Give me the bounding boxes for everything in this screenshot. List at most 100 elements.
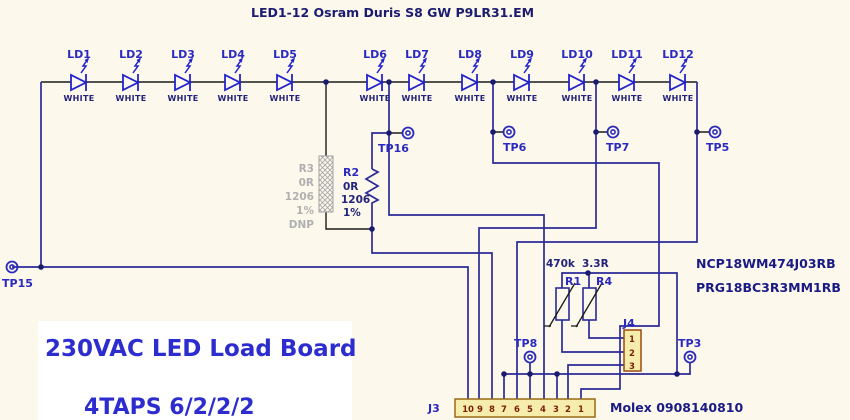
lightning-bolt-icon xyxy=(234,58,243,74)
led-label: LD8 xyxy=(458,48,482,61)
j3-pin: 1 xyxy=(578,405,584,415)
led-ld6: LD6 WHITE xyxy=(360,48,391,103)
r2-value: 0R xyxy=(343,181,358,193)
r3-package: 1206 xyxy=(285,191,314,203)
j3-pin: 9 xyxy=(477,405,483,415)
led-ld9: LD9 WHITE xyxy=(507,48,538,103)
lightning-bolt-icon xyxy=(523,58,532,74)
thermistor-r4: 3.3R R4 xyxy=(571,258,612,328)
thermistor-r1: 470k R1 xyxy=(544,258,581,328)
j3-pin: 2 xyxy=(565,405,571,415)
testpoint-tp15: TP15 xyxy=(2,260,33,290)
lightning-bolt-icon xyxy=(286,58,295,74)
j3-pin: 4 xyxy=(540,405,546,415)
board-subtitle: 4TAPS 6/2/2/2 xyxy=(84,395,255,420)
j4-pin: 1 xyxy=(629,335,635,345)
junction-dots xyxy=(38,79,700,377)
r3-tolerance: 1% xyxy=(296,205,314,217)
lightning-bolt-icon xyxy=(132,58,141,74)
diode-icon xyxy=(408,73,427,92)
r4-value: 3.3R xyxy=(582,258,609,270)
led-ld3: LD3 WHITE xyxy=(168,48,199,103)
wire-rail xyxy=(41,81,709,230)
led-label: LD5 xyxy=(273,48,297,61)
diode-icon xyxy=(276,73,295,92)
led-color-label: WHITE xyxy=(402,94,433,103)
board-title-block: 230VAC LED Load Board 4TAPS 6/2/2/2 xyxy=(38,321,357,420)
led-label: LD4 xyxy=(221,48,245,61)
led-ld11: LD11 WHITE xyxy=(611,48,642,103)
lightning-bolt-icon xyxy=(471,58,480,74)
j3-ref: J3 xyxy=(427,402,440,415)
resistor-r2: R2 0R 1206 1% xyxy=(341,166,370,219)
j3-part-number: Molex 0908140810 xyxy=(610,400,743,415)
led-label: LD3 xyxy=(171,48,195,61)
diode-icon xyxy=(618,73,637,92)
diode-icon xyxy=(224,73,243,92)
led-ld5: LD5 WHITE xyxy=(270,48,301,103)
connector-body xyxy=(454,398,596,418)
diode-icon xyxy=(122,73,141,92)
r2-package: 1206 xyxy=(341,194,370,206)
tp15-label: TP15 xyxy=(2,277,33,290)
wire-net xyxy=(12,82,698,399)
lightning-bolt-icon xyxy=(578,58,587,74)
led-ld7: LD7 WHITE xyxy=(402,48,433,103)
led-ld10: LD10 WHITE xyxy=(561,48,593,103)
testpoint-tp5: TP5 xyxy=(706,125,729,154)
led-label: LD2 xyxy=(119,48,143,61)
led-ld8: LD8 WHITE xyxy=(455,48,486,103)
testpoint-tp8: TP8 xyxy=(514,337,537,364)
tp16-label: TP16 xyxy=(378,142,409,155)
r1-ref: R1 xyxy=(565,275,581,288)
j3-pin: 6 xyxy=(514,405,520,415)
testpoint-tp3: TP3 xyxy=(678,337,701,364)
resistor-r3: R3 0R 1206 1% DNP xyxy=(285,155,334,231)
diode-icon xyxy=(366,73,385,92)
led-ld2: LD2 WHITE xyxy=(116,48,147,103)
r2-ref: R2 xyxy=(343,166,359,179)
lightning-bolt-icon xyxy=(679,58,688,74)
led-color-label: WHITE xyxy=(64,94,95,103)
connector-j3: J3 10 9 8 7 6 5 4 3 2 1 Molex 0908140810 xyxy=(427,398,743,418)
j3-pin: 10 xyxy=(462,405,474,415)
diode-icon xyxy=(461,73,480,92)
led-chain: LD1 WHITE LD2 WHITE LD3 WHITE LD4 WHITE … xyxy=(64,48,694,103)
thermistor-body xyxy=(555,287,570,321)
tp6-label: TP6 xyxy=(503,141,527,154)
diode-icon xyxy=(568,73,587,92)
testpoint-tp7: TP7 xyxy=(606,125,629,154)
r4-ref: R4 xyxy=(596,275,612,288)
led-color-label: WHITE xyxy=(562,94,593,103)
note-ntc-part: NCP18WM474J03RB xyxy=(696,256,836,271)
j4-ref: J4 xyxy=(622,317,635,330)
j3-pin: 8 xyxy=(489,405,495,415)
led-ld4: LD4 WHITE xyxy=(218,48,249,103)
lightning-bolt-icon xyxy=(80,58,89,74)
diode-icon xyxy=(174,73,193,92)
led-ld1: LD1 WHITE xyxy=(64,48,95,103)
r3-value: 0R xyxy=(299,177,314,189)
led-label: LD11 xyxy=(611,48,642,61)
led-label: LD10 xyxy=(561,48,593,61)
tp5-label: TP5 xyxy=(706,141,729,154)
testpoints: TP15 TP16 TP6 TP7 TP5 TP8 TP3 xyxy=(2,125,729,364)
led-color-label: WHITE xyxy=(455,94,486,103)
led-color-label: WHITE xyxy=(270,94,301,103)
led-color-label: WHITE xyxy=(218,94,249,103)
title-background xyxy=(38,321,352,420)
led-label: LD12 xyxy=(662,48,693,61)
resistor-dnp-body xyxy=(318,155,334,213)
led-color-label: WHITE xyxy=(663,94,694,103)
r1-value: 470k xyxy=(546,258,576,270)
r3-dnp: DNP xyxy=(289,219,315,231)
j3-pin: 5 xyxy=(527,405,533,415)
diode-icon xyxy=(70,73,89,92)
connector-body xyxy=(623,329,642,372)
led-label: LD9 xyxy=(510,48,534,61)
r2-tolerance: 1% xyxy=(343,207,361,219)
led-color-label: WHITE xyxy=(116,94,147,103)
lightning-bolt-icon xyxy=(184,58,193,74)
diode-icon xyxy=(669,73,688,92)
